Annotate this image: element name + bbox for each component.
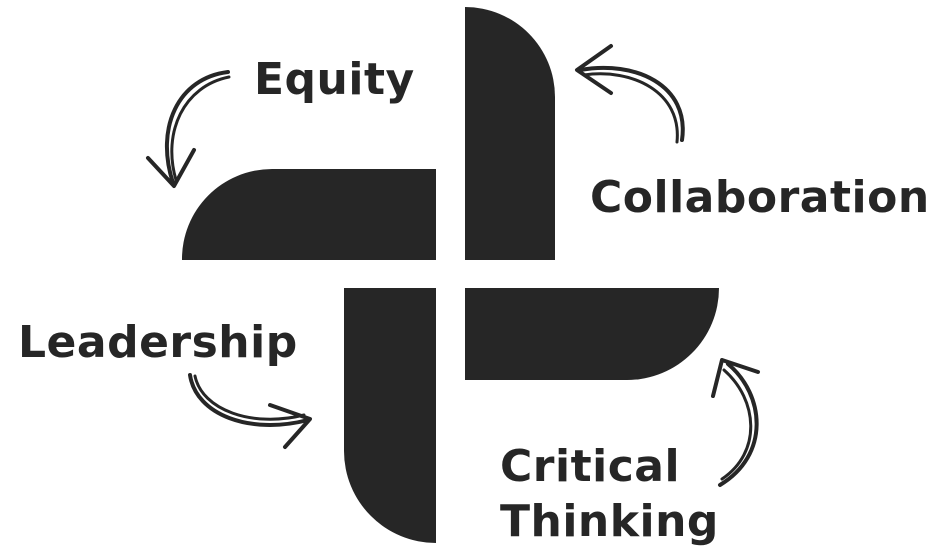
pinwheel bbox=[181, 7, 719, 543]
label-critical: Critical bbox=[500, 441, 680, 492]
arrows bbox=[146, 44, 760, 487]
blade-bottom bbox=[344, 288, 436, 543]
label-equity: Equity bbox=[254, 54, 415, 105]
blade-left bbox=[181, 169, 436, 260]
label-thinking: Thinking bbox=[500, 496, 719, 547]
curved-arrow-icon bbox=[575, 44, 685, 144]
curved-arrow-icon bbox=[146, 70, 231, 188]
label-collaboration: Collaboration bbox=[590, 172, 930, 223]
curved-arrow-icon bbox=[711, 358, 760, 487]
curved-arrow-icon bbox=[188, 373, 312, 449]
blade-right bbox=[465, 288, 719, 380]
blade-top bbox=[465, 7, 555, 260]
label-leadership: Leadership bbox=[18, 317, 298, 368]
